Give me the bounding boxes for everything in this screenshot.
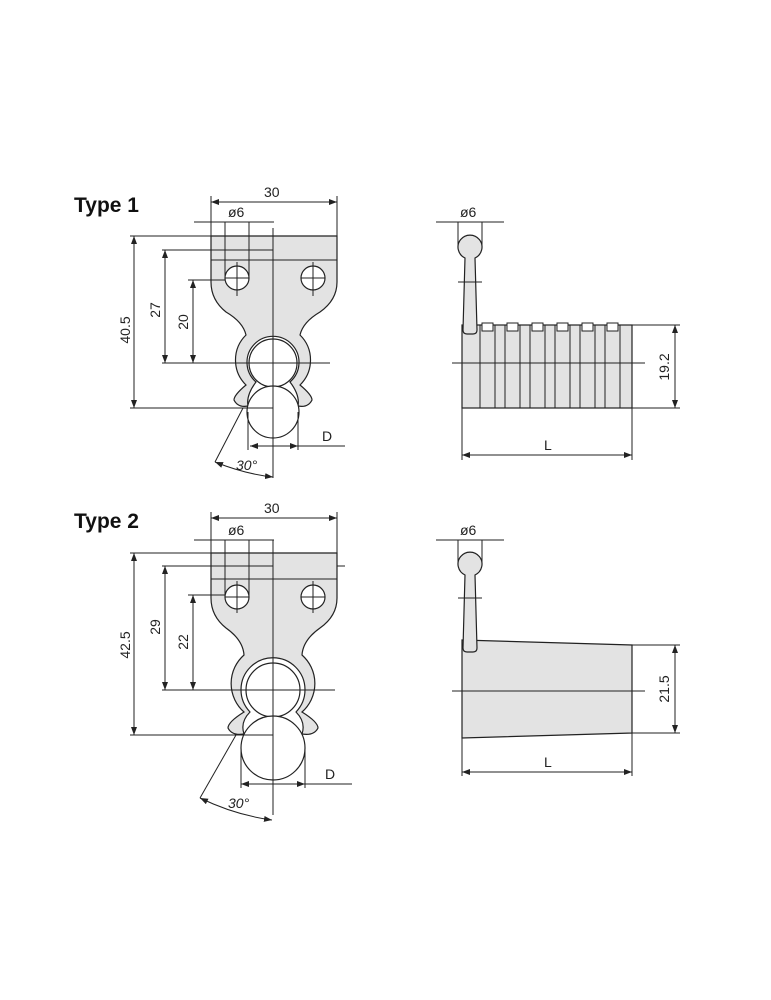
type1-title: Type 1 bbox=[74, 194, 139, 217]
type1-front-view: 30 ø6 40.5 27 20 D 30° bbox=[117, 184, 345, 480]
type1-width-dim: 30 bbox=[264, 184, 280, 200]
type2-total-height-dim: 42.5 bbox=[117, 631, 133, 658]
type1-hole-dim: ø6 bbox=[228, 204, 245, 220]
type1-angle-dim: 30° bbox=[236, 457, 258, 473]
type2-hole-dim: ø6 bbox=[228, 522, 245, 538]
type2-length-dim: L bbox=[544, 754, 552, 770]
type2-drawing: Type 2 30 ø6 42.5 29 bbox=[74, 500, 680, 822]
type2-center-height-dim: 22 bbox=[175, 634, 191, 650]
type1-diameter-dim: D bbox=[322, 428, 332, 444]
type1-length-dim: L bbox=[544, 437, 552, 453]
type2-side-height-dim: 21.5 bbox=[656, 675, 672, 702]
type2-side-view: ø6 21.5 L bbox=[436, 522, 680, 776]
type2-angle-dim: 30° bbox=[228, 795, 250, 811]
type1-side-height-dim: 19.2 bbox=[656, 353, 672, 380]
type2-title: Type 2 bbox=[74, 510, 139, 533]
type1-drawing: Type 1 30 ø6 40.5 27 bbox=[74, 184, 680, 480]
type1-mid-height-dim: 27 bbox=[147, 302, 163, 318]
type2-width-dim: 30 bbox=[264, 500, 280, 516]
type1-side-view: ø6 19.2 L bbox=[436, 204, 680, 460]
type1-pin-dim: ø6 bbox=[460, 204, 477, 220]
type2-pin-dim: ø6 bbox=[460, 522, 477, 538]
type2-mid-height-dim: 29 bbox=[147, 619, 163, 635]
type1-center-height-dim: 20 bbox=[175, 314, 191, 330]
type2-diameter-dim: D bbox=[325, 766, 335, 782]
type1-total-height-dim: 40.5 bbox=[117, 316, 133, 343]
type2-front-view: 30 ø6 42.5 29 22 D 30° bbox=[117, 500, 352, 822]
